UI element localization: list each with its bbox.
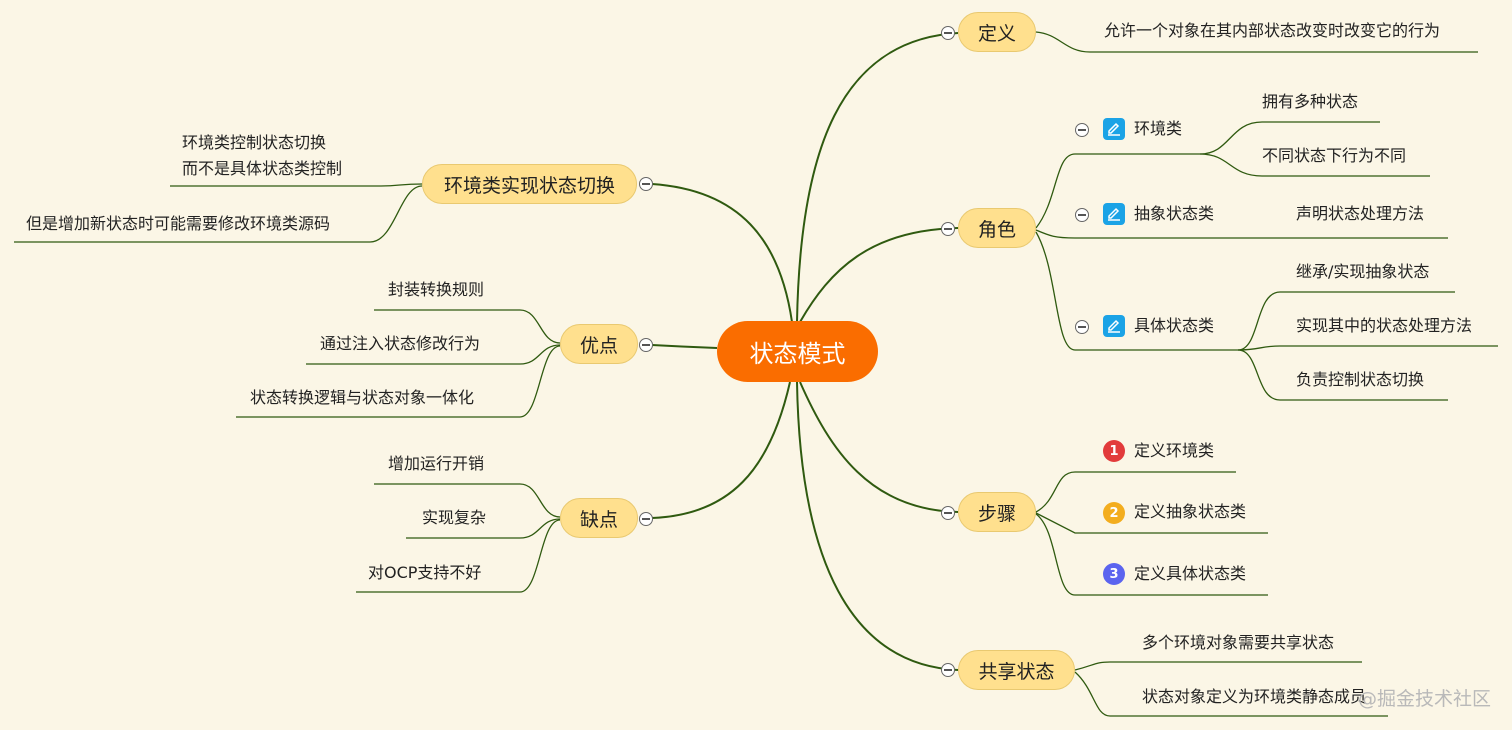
topic-steps[interactable]: 步骤 bbox=[958, 492, 1036, 532]
cons-item: 对OCP支持不好 bbox=[368, 563, 482, 582]
collapse-toggle-role-context[interactable] bbox=[1075, 123, 1089, 137]
topic-definition[interactable]: 定义 bbox=[958, 12, 1036, 52]
collapse-toggle-steps[interactable] bbox=[941, 506, 955, 520]
collapse-toggle-role-abstract[interactable] bbox=[1075, 208, 1089, 222]
role-concrete-child: 实现其中的状态处理方法 bbox=[1296, 316, 1473, 335]
role-concrete-child: 继承/实现抽象状态 bbox=[1296, 262, 1430, 281]
topic-cons[interactable]: 缺点 bbox=[560, 498, 638, 538]
cons-item: 实现复杂 bbox=[422, 508, 487, 527]
step-item: 定义环境类 bbox=[1134, 441, 1215, 460]
shared-item: 多个环境对象需要共享状态 bbox=[1142, 633, 1335, 652]
role-abstract-child: 声明状态处理方法 bbox=[1296, 204, 1425, 223]
collapse-toggle-pros[interactable] bbox=[639, 338, 653, 352]
topic-pros[interactable]: 优点 bbox=[560, 324, 638, 364]
collapse-toggle-definition[interactable] bbox=[941, 26, 955, 40]
collapse-toggle-roles[interactable] bbox=[941, 222, 955, 236]
step-item: 定义具体状态类 bbox=[1134, 564, 1247, 583]
topic-context-switching[interactable]: 环境类实现状态切换 bbox=[422, 164, 637, 204]
cons-item: 增加运行开销 bbox=[388, 454, 485, 473]
priority-1-icon: 1 bbox=[1103, 440, 1125, 462]
shared-item: 状态对象定义为环境类静态成员 bbox=[1142, 687, 1367, 706]
role-concrete-state[interactable]: 具体状态类 bbox=[1134, 316, 1215, 335]
switching-item: 而不是具体状态类控制 bbox=[182, 159, 343, 178]
collapse-toggle-switching[interactable] bbox=[639, 177, 653, 191]
role-abstract-state[interactable]: 抽象状态类 bbox=[1134, 204, 1215, 223]
switching-item: 但是增加新状态时可能需要修改环境类源码 bbox=[26, 214, 331, 233]
watermark: @掘金技术社区 bbox=[1358, 688, 1492, 710]
topic-shared-state[interactable]: 共享状态 bbox=[958, 650, 1075, 690]
collapse-toggle-shared[interactable] bbox=[941, 663, 955, 677]
role-context-child: 不同状态下行为不同 bbox=[1262, 146, 1407, 165]
switching-item: 环境类控制状态切换 bbox=[182, 133, 327, 152]
pros-item: 封装转换规则 bbox=[388, 280, 485, 299]
pros-item: 通过注入状态修改行为 bbox=[320, 334, 481, 353]
collapse-toggle-role-concrete[interactable] bbox=[1075, 320, 1089, 334]
priority-2-icon: 2 bbox=[1103, 502, 1125, 524]
role-concrete-child: 负责控制状态切换 bbox=[1296, 370, 1425, 389]
edit-icon bbox=[1103, 315, 1125, 337]
central-topic[interactable]: 状态模式 bbox=[717, 321, 878, 382]
topic-roles[interactable]: 角色 bbox=[958, 208, 1036, 248]
pros-item: 状态转换逻辑与状态对象一体化 bbox=[250, 388, 475, 407]
role-context[interactable]: 环境类 bbox=[1134, 119, 1183, 138]
definition-text: 允许一个对象在其内部状态改变时改变它的行为 bbox=[1104, 21, 1441, 40]
edit-icon bbox=[1103, 203, 1125, 225]
edit-icon bbox=[1103, 118, 1125, 140]
collapse-toggle-cons[interactable] bbox=[639, 512, 653, 526]
priority-3-icon: 3 bbox=[1103, 563, 1125, 585]
step-item: 定义抽象状态类 bbox=[1134, 502, 1247, 521]
role-context-child: 拥有多种状态 bbox=[1262, 92, 1359, 111]
